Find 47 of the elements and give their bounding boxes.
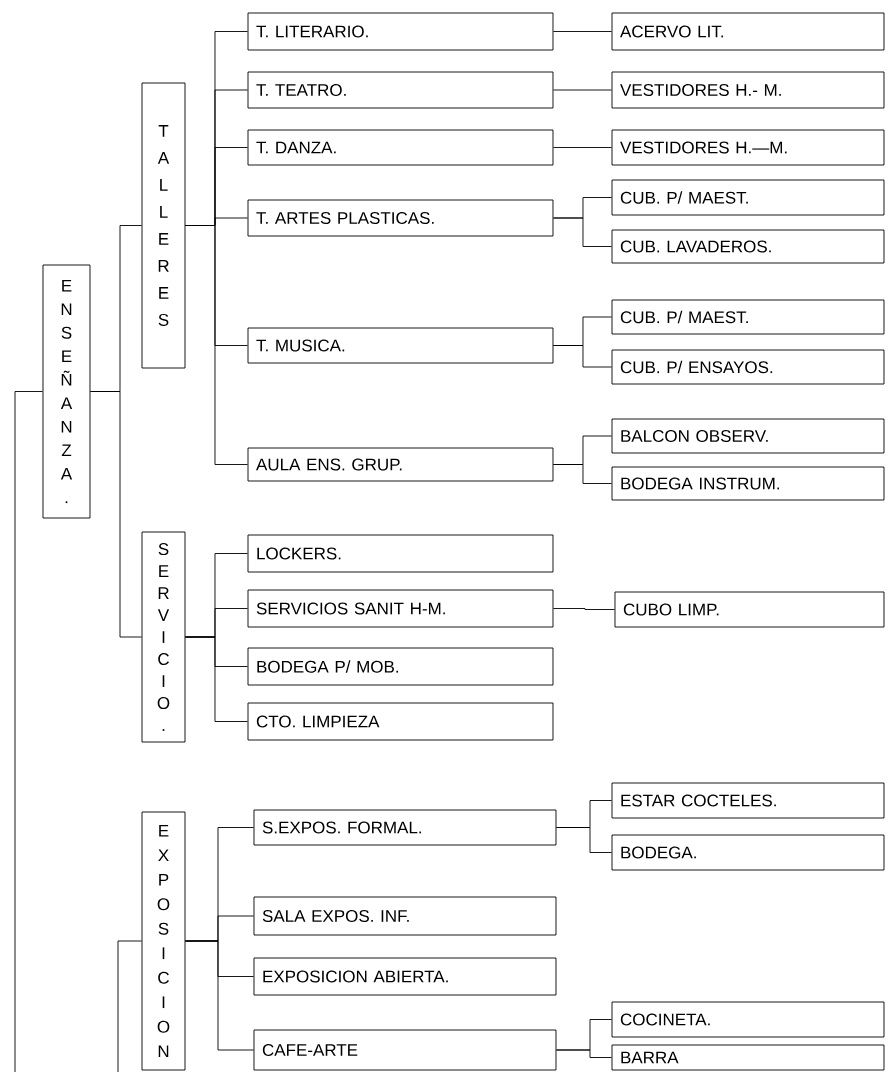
area-box: ESTAR COCTELES. [611,782,885,819]
category-box: SERVICIO. [141,531,186,743]
area-box: S.EXPOS. FORMAL. [253,809,557,846]
area-box: CUB. LAVADEROS. [611,229,885,264]
area-box: BODEGA P/ MOB. [247,647,554,686]
connector-line [553,608,615,610]
area-box: EXPOSICION ABIERTA. [253,957,557,996]
area-box: VESTIDORES H.—M. [611,129,885,166]
area-box: BODEGA INSTRUM. [611,466,885,501]
connector-line [553,147,612,148]
connector-line [553,217,612,247]
connector-line [553,345,612,368]
area-box: CAFE-ARTE [253,1029,557,1071]
connector-line [185,225,248,465]
area-box: BALCON OBSERV. [611,418,885,454]
area-box: AULA ENS. GRUP. [247,447,554,482]
connector-line [556,827,612,853]
connector-line [556,1049,612,1058]
category-box: ENSEÑANZA. [42,264,91,519]
category-box: EXPOSICION [141,811,186,1071]
area-box: T. TEATRO. [247,71,554,109]
connector-line [90,391,142,638]
connector-line [553,31,612,32]
area-box: CUBO LIMP. [614,591,885,628]
area-box: CTO. LIMPIEZA [247,702,554,741]
area-box: CUB. P/ ENSAYOS. [611,349,885,385]
category-box: TALLERES [141,82,186,369]
area-box: BARRA [611,1044,885,1071]
area-box: VESTIDORES H.- M. [611,71,885,109]
connector-line [185,940,254,1051]
connector-line [553,464,612,484]
area-box: T. MUSICA. [247,327,554,364]
connector-line [553,89,612,91]
connector-line [117,940,142,1072]
area-box: T. DANZA. [247,129,554,166]
area-box: SERVICIOS SANIT H-M. [247,589,554,628]
connector-line [14,391,43,1072]
connector-line [185,636,248,722]
area-box: LOCKERS. [247,534,554,573]
area-box: SALA EXPOS. INF. [253,896,557,936]
area-box: COCINETA. [611,1001,885,1038]
area-box: CUB. P/ MAEST. [611,299,885,335]
area-box: T. ARTES PLASTICAS. [247,199,554,237]
area-box: BODEGA. [611,834,885,871]
area-box: T. LITERARIO. [247,12,554,51]
area-box: CUB. P/ MAEST. [611,179,885,216]
area-box: ACERVO LIT. [611,12,885,51]
